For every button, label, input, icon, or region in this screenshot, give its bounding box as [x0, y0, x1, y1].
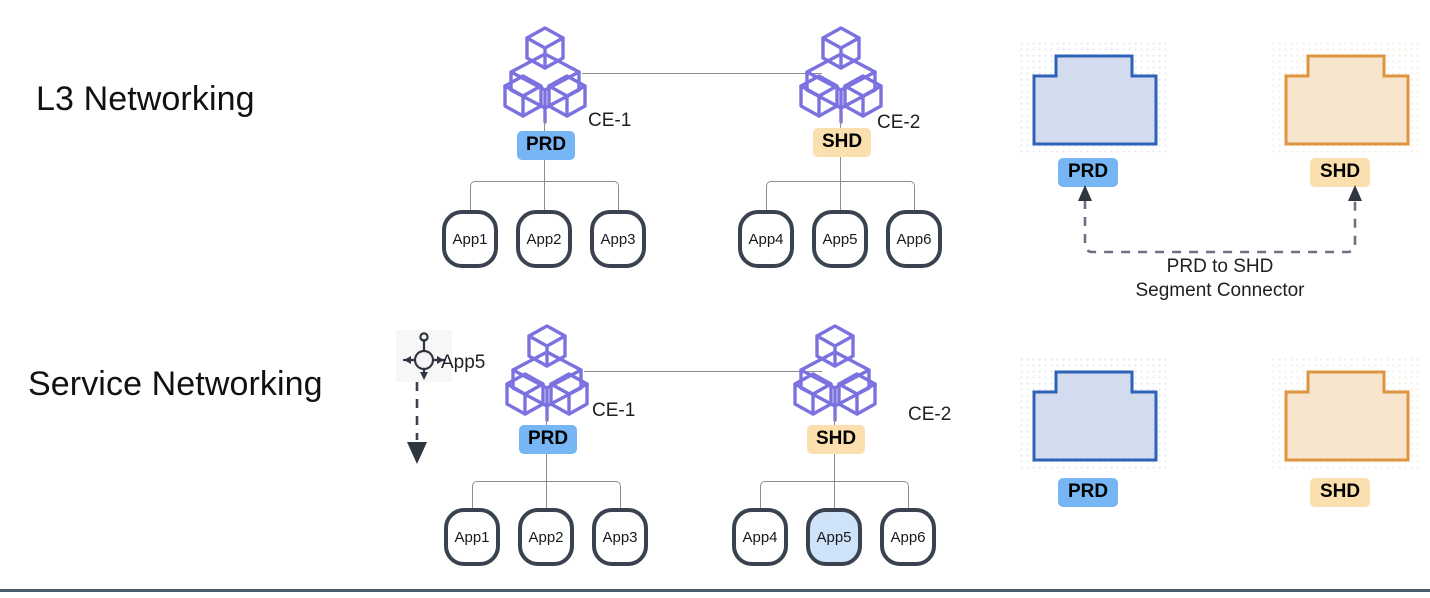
- app-node[interactable]: App4: [738, 210, 794, 268]
- row-title-l3-networking: L3 Networking: [36, 80, 255, 118]
- segment-badge-prd[interactable]: PRD: [519, 425, 578, 454]
- app-node[interactable]: App4: [732, 508, 788, 566]
- segment-shape-prd: [1020, 358, 1170, 470]
- badge-tree-stem: [546, 454, 547, 482]
- cluster-label-ce-1: CE-1: [588, 110, 632, 131]
- app-node[interactable]: App2: [518, 508, 574, 566]
- app-tree-middle-leg: [840, 181, 841, 211]
- cluster-cubes-icon: [493, 24, 597, 124]
- app-node[interactable]: App3: [592, 508, 648, 566]
- app-node[interactable]: App3: [590, 210, 646, 268]
- segment-badge-shd[interactable]: SHD: [813, 128, 872, 157]
- cluster-badge-stem: [834, 415, 835, 427]
- cluster-cubes-icon: [789, 24, 893, 124]
- cluster-badge-stem: [840, 118, 841, 130]
- cluster-cubes-icon: [495, 322, 599, 422]
- badge-tree-stem: [544, 160, 545, 182]
- cluster-cubes-icon: [783, 322, 887, 422]
- segment-connector-caption: PRD to SHD Segment Connector: [1130, 255, 1310, 304]
- segment-caption-shd[interactable]: SHD: [1310, 158, 1371, 187]
- app-tree-middle-leg: [544, 181, 545, 211]
- segment-connector-caption-line1: PRD to SHD: [1166, 256, 1274, 277]
- migration-label: App5: [441, 352, 486, 373]
- app-node[interactable]: App6: [886, 210, 942, 268]
- cluster-badge-stem: [546, 415, 547, 427]
- segment-badge-prd[interactable]: PRD: [517, 131, 576, 160]
- cluster-label-ce-1: CE-1: [592, 400, 636, 421]
- cluster-badge-stem: [544, 118, 545, 134]
- segment-badge-shd[interactable]: SHD: [807, 425, 866, 454]
- cluster-label-ce-2: CE-2: [877, 112, 921, 133]
- badge-tree-stem: [834, 454, 835, 482]
- badge-tree-stem: [840, 157, 841, 182]
- row-title-service-networking: Service Networking: [28, 365, 323, 403]
- app-tree-middle-leg: [546, 481, 547, 511]
- app-node[interactable]: App2: [516, 210, 572, 268]
- app-tree-middle-leg: [834, 481, 835, 511]
- prd-to-shd-segment-connector: [1060, 182, 1380, 264]
- segment-caption-prd[interactable]: PRD: [1058, 158, 1119, 187]
- inter-cluster-link: [584, 371, 822, 372]
- move-arrows-icon: [396, 330, 452, 382]
- segment-caption-shd[interactable]: SHD: [1310, 478, 1371, 507]
- app-node[interactable]: App5: [812, 210, 868, 268]
- slide-bottom-rule: [0, 589, 1430, 592]
- app-node[interactable]: App1: [444, 508, 500, 566]
- app-node[interactable]: App1: [442, 210, 498, 268]
- app-node[interactable]: App6: [880, 508, 936, 566]
- inter-cluster-link: [582, 73, 822, 74]
- segment-shape-prd: [1020, 42, 1170, 154]
- segment-connector-caption-line2: Segment Connector: [1135, 280, 1305, 302]
- segment-caption-prd[interactable]: PRD: [1058, 478, 1119, 507]
- segment-shape-shd: [1272, 358, 1422, 470]
- app-node[interactable]: App5: [806, 508, 862, 566]
- cluster-label-ce-2: CE-2: [908, 404, 952, 425]
- migration-dashed-arrow: [404, 382, 430, 466]
- segment-shape-shd: [1272, 42, 1422, 154]
